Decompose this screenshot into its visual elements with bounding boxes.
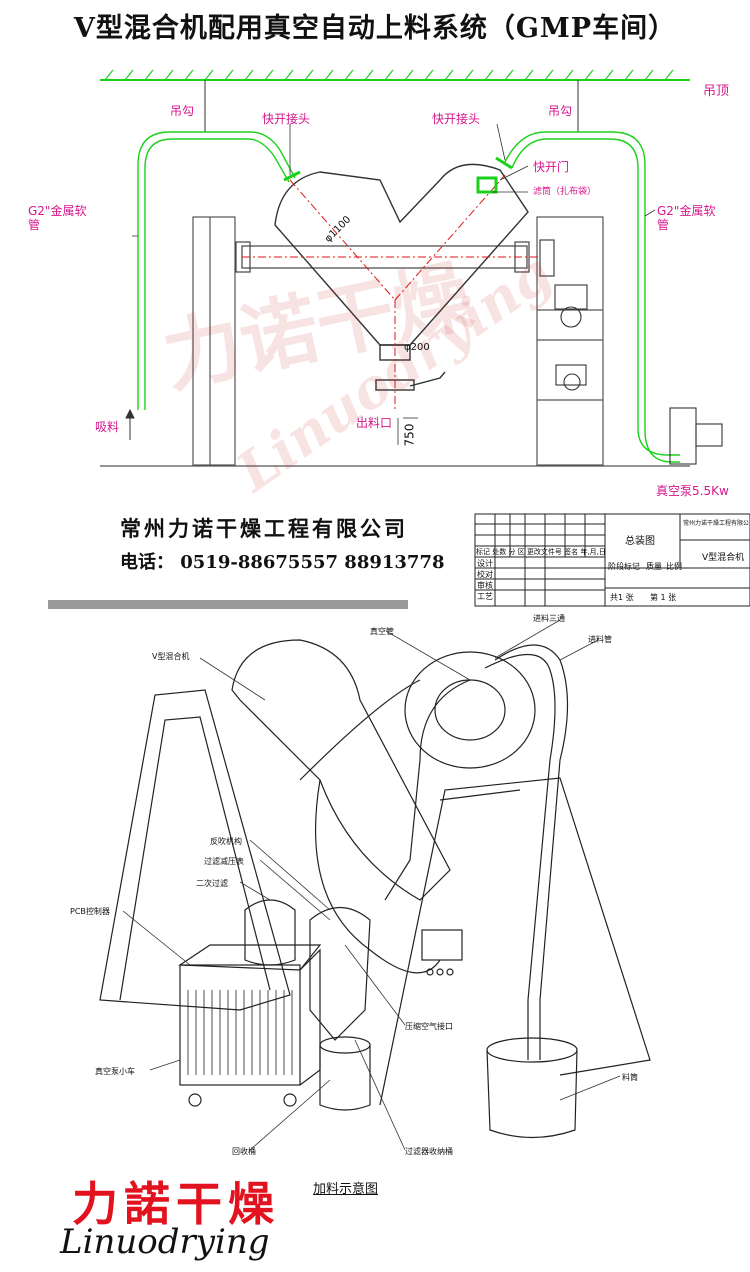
- tb-product: V型混合机: [702, 553, 745, 563]
- label-hook-right: 吊勾: [548, 104, 573, 118]
- tb-stage: 阶段标记: [608, 562, 640, 571]
- label-quick-coupling-left: 快开接头: [262, 112, 311, 126]
- top-drawing: [48, 69, 750, 609]
- separator: [48, 600, 408, 609]
- vacuum-pump-icon: [669, 407, 723, 465]
- label-hose-right-1: G2"金属软: [657, 204, 716, 218]
- label-hook-left: 吊勾: [170, 104, 195, 118]
- logo-en: Linuodrying: [60, 1222, 270, 1262]
- label-diameter-200: φ200: [404, 342, 430, 353]
- label-vacuum-pump: 真空泵5.5Kw: [656, 484, 729, 498]
- logo-cn: 力諾干燥: [72, 1177, 280, 1231]
- quick-coupling-icons: [283, 156, 513, 194]
- label-ceiling: 吊顶: [703, 84, 730, 99]
- tb-process: 工艺: [477, 592, 493, 601]
- label-filter-bin: 过滤器收纳桶: [405, 1147, 453, 1156]
- label-secondary-filter: 二次过滤: [196, 879, 228, 888]
- label-hose-left-1: G2"金属软: [28, 204, 87, 218]
- tb-weight: 质量: [646, 562, 662, 571]
- tb-sheet-no: 第 1 张: [650, 593, 677, 602]
- company-name: 常州力诺干燥工程有限公司: [120, 516, 408, 541]
- suction-arrow: [125, 408, 135, 440]
- label-filter-gauge: 过滤减压表: [204, 857, 244, 866]
- label-outlet: 出料口: [356, 416, 393, 430]
- page-title: V型混合机配用真空自动上料系统（GMP车间）: [73, 13, 677, 44]
- label-vacuum-tube: 真空管: [370, 627, 394, 636]
- center-lines: [242, 174, 540, 410]
- tb-review: 审核: [477, 581, 493, 590]
- label-vacuum-cart: 真空泵小车: [95, 1067, 135, 1076]
- label-filter: 滤筒（扎布袋）: [533, 187, 597, 197]
- caption: 加料示意图: [313, 1182, 379, 1197]
- label-suction: 吸料: [95, 420, 120, 434]
- tb-drawing-name: 总装图: [625, 536, 655, 547]
- tb-company-small: 常州力诺干燥工程有限公: [683, 520, 750, 527]
- ceiling-hatch: [104, 69, 674, 81]
- tb-scale: 比例: [666, 562, 682, 571]
- title-block-grid: [474, 513, 750, 607]
- label-quick-door: 快开门: [533, 160, 570, 174]
- company-phone: 电话： 0519-88675557 88913778: [120, 552, 445, 573]
- label-three-way: 进料三通: [533, 614, 565, 623]
- label-air-inlet: 压缩空气接口: [405, 1022, 453, 1031]
- label-pcb: PCB控制器: [70, 907, 110, 916]
- tb-check: 校对: [477, 570, 493, 579]
- label-backblow: 反吹机构: [210, 837, 242, 846]
- label-mixer: V型混合机: [152, 652, 190, 661]
- label-recovery: 回收桶: [232, 1147, 256, 1156]
- motor-group: [554, 284, 588, 391]
- label-barrel: 料筒: [622, 1073, 638, 1082]
- label-quick-coupling-right: 快开接头: [432, 112, 481, 126]
- right-metal-hose: [504, 131, 680, 463]
- tb-row-header: 标记 处数 分 区 更改文件号 签名 年,月,日: [476, 548, 606, 556]
- label-hose-right-2: 管: [657, 218, 670, 232]
- tb-sheets: 共1 张: [610, 593, 634, 602]
- tb-design: 设计: [477, 559, 493, 568]
- label-hose-left-2: 管: [28, 218, 41, 232]
- label-feed-tube: 进料管: [588, 635, 612, 644]
- left-metal-hose: [137, 131, 296, 410]
- mixer-frame: [100, 216, 690, 467]
